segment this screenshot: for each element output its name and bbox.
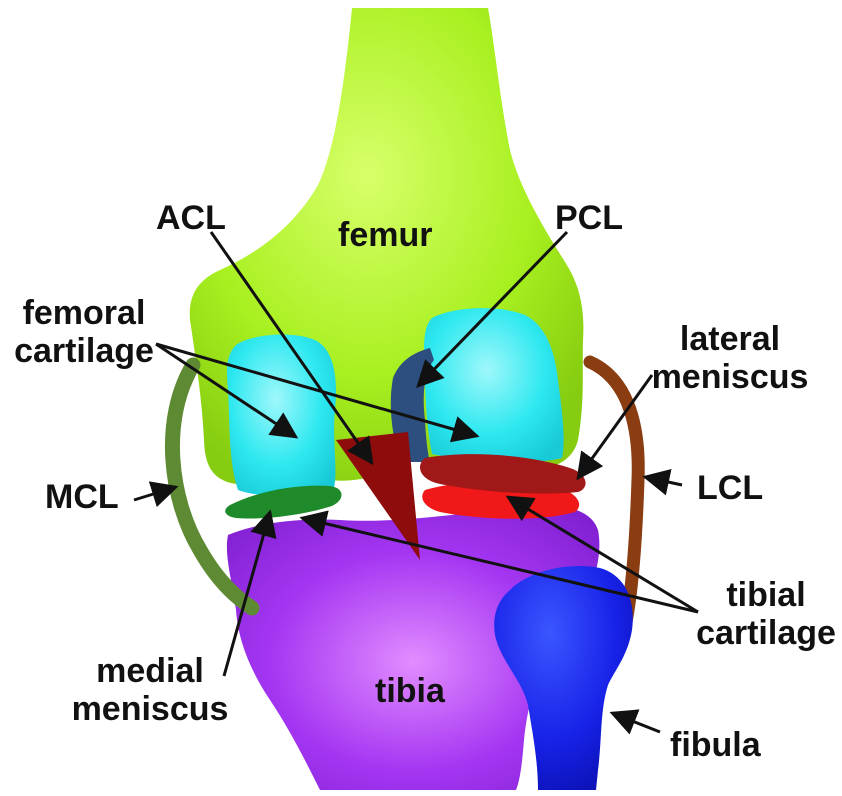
lcl-pointer <box>642 468 683 496</box>
fibula-pointer <box>609 709 661 735</box>
tibia-bone <box>226 505 600 790</box>
mcl-ligament <box>165 357 260 616</box>
pcl-pointer <box>416 230 569 388</box>
acl-label: ACL <box>156 199 226 237</box>
tibial-cartilage-label-line1: tibial <box>726 576 806 614</box>
tibial-cartilage-pointer-medial <box>299 510 699 614</box>
medial-meniscus-label-line2: meniscus <box>71 690 229 728</box>
lateral-meniscus-pointer <box>576 374 654 481</box>
mcl-pointer <box>133 481 179 508</box>
fibula-bone <box>494 566 633 790</box>
femoral-cartilage-label-line2: cartilage <box>14 332 154 370</box>
tibial-cartilage-label-line2: cartilage <box>696 614 836 652</box>
pcl-label: PCL <box>555 199 623 237</box>
tibia-label: tibia <box>375 672 445 710</box>
medial-meniscus-label: medial meniscus <box>70 652 230 728</box>
mcl-label: MCL <box>45 478 119 516</box>
femoral-cartilage-medial <box>226 334 336 496</box>
medial-meniscus-label-line1: medial <box>96 652 204 690</box>
acl-pointer <box>209 231 374 466</box>
lateral-meniscus-label-line1: lateral <box>679 320 781 358</box>
femoral-cartilage-pointer-medial <box>155 342 299 439</box>
femoral-cartilage-pointer-lateral <box>155 342 480 443</box>
medial-meniscus-pointer <box>222 509 277 677</box>
femoral-cartilage-label: femoral cartilage <box>8 294 160 370</box>
lateral-meniscus-label-line2: meniscus <box>651 358 809 396</box>
lcl-ligament <box>583 355 645 629</box>
lateral-meniscus-shape <box>420 454 586 494</box>
femoral-cartilage-lateral <box>424 308 564 463</box>
lcl-label: LCL <box>697 469 764 507</box>
lateral-meniscus-label: lateral meniscus <box>640 320 820 396</box>
fibula-label: fibula <box>670 726 761 764</box>
femur-label: femur <box>338 216 433 254</box>
femoral-cartilage-label-line1: femoral <box>22 294 146 332</box>
tibial-cartilage-pointer-lateral <box>505 495 699 614</box>
tibial-cartilage-label: tibial cartilage <box>692 576 840 652</box>
